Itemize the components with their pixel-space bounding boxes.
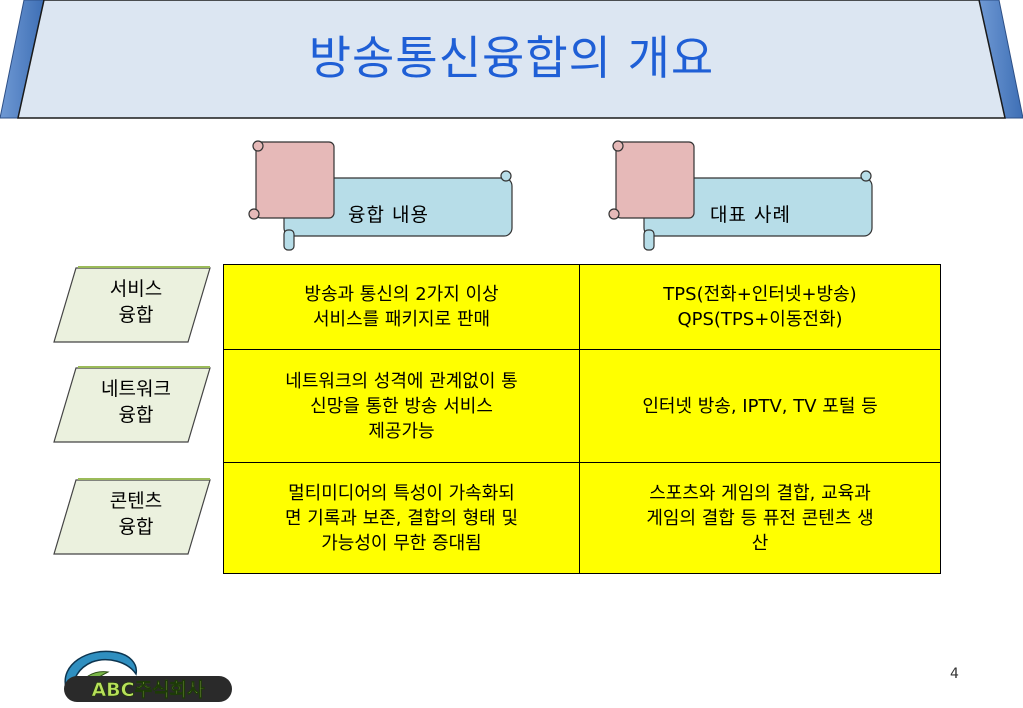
- table-cell-example: 스포츠와 게임의 결합, 교육과 게임의 결합 등 퓨전 콘텐츠 생 산: [579, 462, 941, 574]
- logo-icon: ABC주식회사: [64, 650, 232, 702]
- title-banner: 방송통신융합의 개요: [0, 0, 1023, 122]
- company-logo: ABC주식회사: [38, 644, 238, 704]
- row-label-line: 콘텐츠: [109, 490, 163, 512]
- header-content-label: 융합 내용: [348, 204, 429, 226]
- scroll-shape: [248, 140, 513, 251]
- comparison-table: 방송과 통신의 2가지 이상 서비스를 패키지로 판매 TPS(전화+인터넷+방…: [223, 264, 941, 574]
- row-label-line: 융합: [118, 516, 154, 538]
- page-number: 4: [950, 666, 959, 682]
- table-cell-content: 네트워크의 성격에 관계없이 통 신망을 통한 방송 서비스 제공가능: [223, 349, 580, 463]
- table-cell-content: 멀티미디어의 특성이 가속화되 면 기록과 보존, 결합의 형태 및 가능성이 …: [223, 462, 580, 574]
- table-row: 방송과 통신의 2가지 이상 서비스를 패키지로 판매 TPS(전화+인터넷+방…: [223, 264, 941, 350]
- label-shape: [53, 366, 211, 443]
- table-row: 네트워크의 성격에 관계없이 통 신망을 통한 방송 서비스 제공가능 인터넷 …: [223, 349, 941, 463]
- table-cell-example: 인터넷 방송, IPTV, TV 포털 등: [579, 349, 941, 463]
- row-label-network: 네트워크 융합: [52, 364, 212, 448]
- row-label-content: 콘텐츠 융합: [52, 476, 212, 560]
- table-row: 멀티미디어의 특성이 가속화되 면 기록과 보존, 결합의 형태 및 가능성이 …: [223, 462, 941, 574]
- logo-text: ABC주식회사: [91, 679, 205, 701]
- table-cell-example: TPS(전화+인터넷+방송) QPS(TPS+이동전화): [579, 264, 941, 350]
- header-example-label: 대표 사례: [710, 204, 791, 226]
- table-cell-content: 방송과 통신의 2가지 이상 서비스를 패키지로 판매: [223, 264, 580, 350]
- label-shape: [53, 266, 211, 343]
- page-title: 방송통신융합의 개요: [308, 31, 715, 85]
- scroll-shape: [608, 140, 873, 251]
- scroll-header-example: 대표 사례: [604, 138, 874, 254]
- row-label-line: 서비스: [109, 278, 163, 300]
- row-label-line: 융합: [118, 304, 154, 326]
- scroll-header-content: 융합 내용: [244, 138, 514, 254]
- label-shape: [53, 478, 211, 555]
- title-banner-shape: [0, 0, 1023, 119]
- row-label-line: 융합: [118, 404, 154, 426]
- row-label-service: 서비스 융합: [52, 264, 212, 348]
- row-label-line: 네트워크: [101, 378, 171, 400]
